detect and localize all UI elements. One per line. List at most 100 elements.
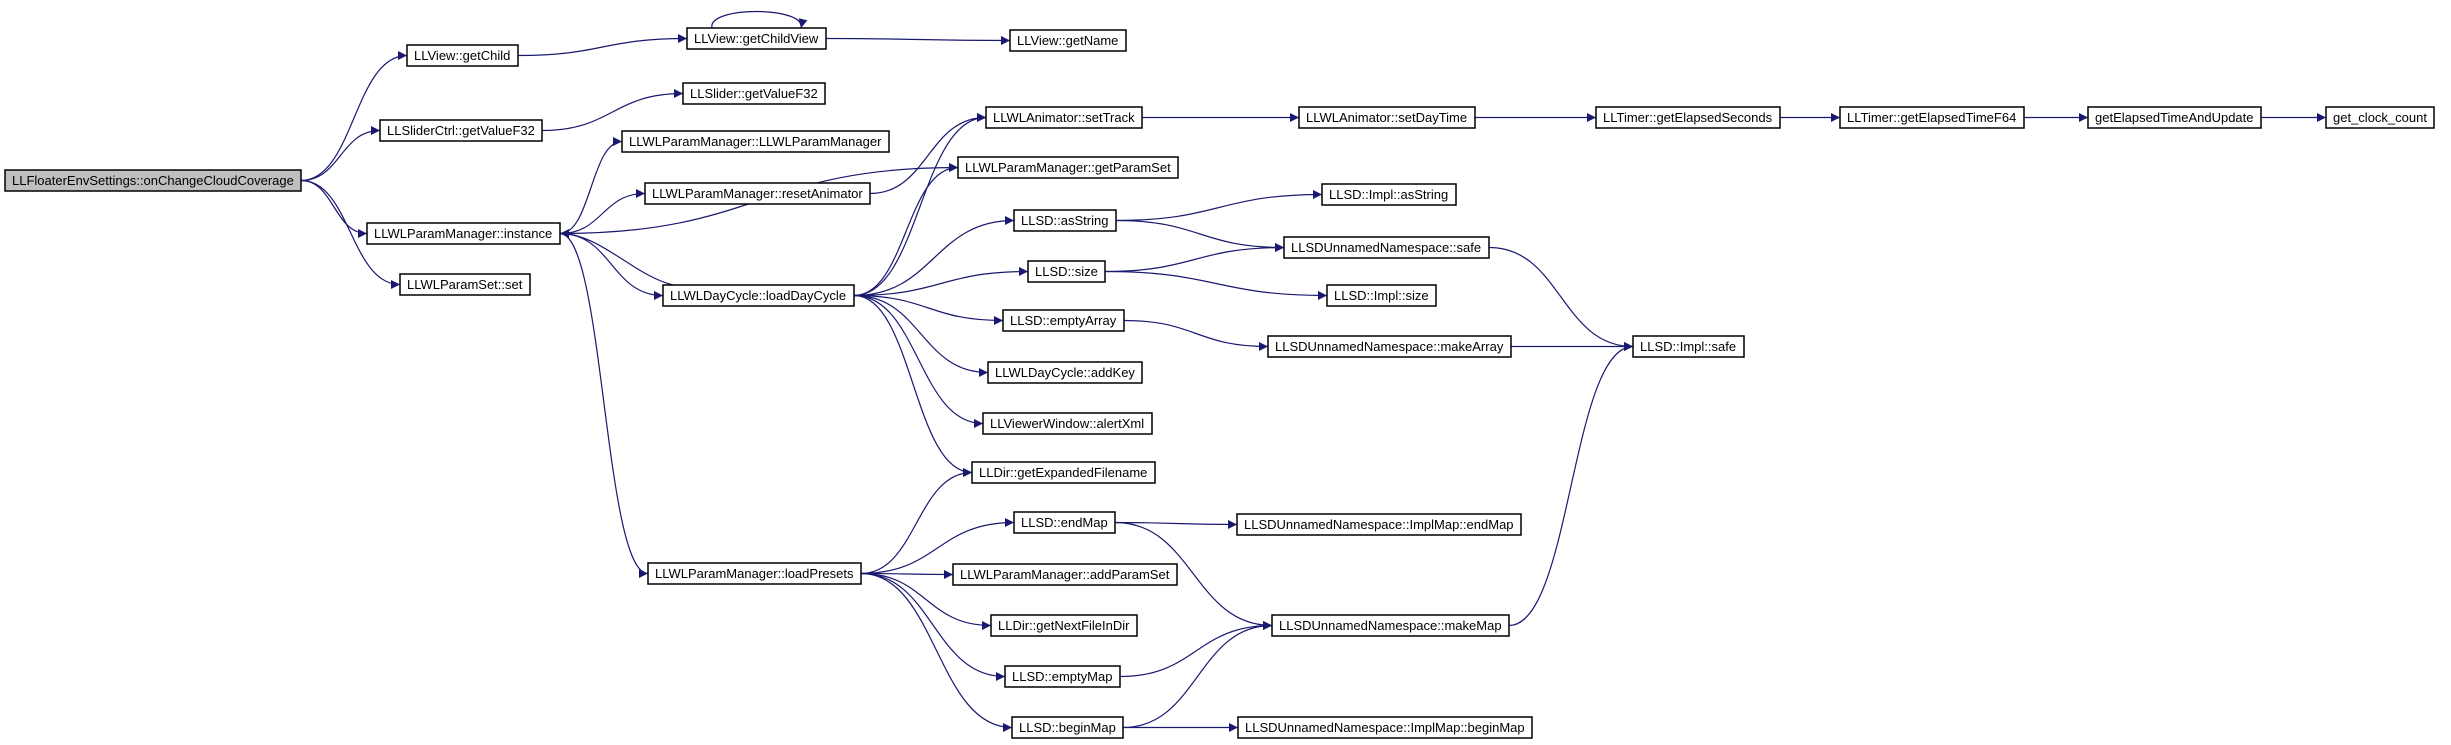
node-box (1236, 513, 1522, 536)
node-box (1321, 183, 1457, 206)
node-box (2325, 106, 2435, 129)
node-label: LLSD::emptyArray (1010, 313, 1117, 328)
edge-getChild-to-getChildView (517, 34, 688, 57)
node-box (1632, 335, 1745, 358)
graph-node[interactable]: LLWLParamSet::set (399, 273, 531, 296)
node-box (4, 169, 302, 192)
root-node: LLFloaterEnvSettings::onChangeCloudCover… (4, 169, 302, 192)
edge-layer (300, 10, 2326, 732)
node-label: LLView::getName (1017, 33, 1118, 48)
node-label: LLSlider::getValueF32 (690, 86, 818, 101)
edge-root-to-getChild (300, 51, 408, 182)
graph-node[interactable]: LLSD::emptyMap (1004, 665, 1121, 688)
graph-node[interactable]: LLSDUnnamedNamespace::makeMap (1271, 614, 1510, 637)
node-label: LLWLAnimator::setTrack (993, 110, 1135, 125)
node-box (1595, 106, 1781, 129)
node-label: LLSDUnnamedNamespace::safe (1291, 240, 1481, 255)
node-label: LLWLAnimator::setDayTime (1306, 110, 1467, 125)
graph-node[interactable]: LLSD::Impl::safe (1632, 335, 1745, 358)
node-label: LLSD::Impl::asString (1329, 187, 1448, 202)
edge-size-to-unnamedSafe (1104, 243, 1285, 273)
node-box (1283, 236, 1490, 259)
node-label: LLSD::size (1035, 264, 1098, 279)
graph-node[interactable]: LLWLAnimator::setDayTime (1298, 106, 1476, 129)
node-label: LLTimer::getElapsedTimeF64 (1847, 110, 2016, 125)
edge-root-to-paramSetSet (300, 179, 401, 289)
graph-node[interactable]: LLSDUnnamedNamespace::ImplMap::beginMap (1237, 716, 1533, 739)
graph-node[interactable]: LLView::getChild (406, 44, 519, 67)
edge-beginMap-to-makeMap (1122, 621, 1273, 729)
edge-endMap-to-makeMap (1114, 521, 1273, 630)
graph-node[interactable]: get_clock_count (2325, 106, 2435, 129)
graph-node[interactable]: LLWLAnimator::setTrack (985, 106, 1143, 129)
node-label: LLViewerWindow::alertXml (990, 416, 1144, 431)
graph-node[interactable]: LLDir::getExpandedFilename (971, 461, 1156, 484)
graph-node[interactable]: LLSD::size (1027, 260, 1106, 283)
graph-node[interactable]: LLSD::Impl::size (1326, 284, 1437, 307)
edge-loadDayCycle-to-getParamSet (853, 163, 959, 297)
node-box (1002, 309, 1125, 332)
graph-node[interactable]: LLSD::asString (1013, 209, 1117, 232)
node-label: LLWLParamManager::resetAnimator (652, 186, 863, 201)
node-label: LLWLParamSet::set (407, 277, 523, 292)
node-label: LLWLParamManager::LLWLParamManager (629, 134, 882, 149)
node-label: LLSliderCtrl::getValueF32 (387, 123, 535, 138)
edge-loadPresets-to-beginMap (860, 572, 1013, 732)
edge-loadDayCycle-to-getExpandedFilename (853, 294, 973, 477)
edge-loadDayCycle-to-instance (559, 229, 674, 286)
graph-node[interactable]: LLViewerWindow::alertXml (982, 412, 1153, 435)
edge-endMap-to-implMapEndMap (1114, 519, 1238, 529)
graph-node[interactable]: LLSDUnnamedNamespace::safe (1283, 236, 1490, 259)
edge-loadDayCycle-to-addKey (853, 294, 989, 377)
node-label: LLSD::endMap (1021, 515, 1108, 530)
graph-node[interactable]: LLSD::emptyArray (1002, 309, 1125, 332)
graph-node[interactable]: LLWLParamManager::addParamSet (952, 563, 1178, 586)
node-label: LLSD::emptyMap (1012, 669, 1112, 684)
graph-node[interactable]: LLTimer::getElapsedSeconds (1595, 106, 1781, 129)
graph-node[interactable]: LLView::getChildView (686, 27, 827, 50)
edge-loadPresets-to-addParamSet (860, 569, 954, 579)
node-label: LLSDUnnamedNamespace::ImplMap::endMap (1244, 517, 1514, 532)
node-label: LLWLDayCycle::addKey (995, 365, 1135, 380)
edge-loadDayCycle-to-setTrack (853, 113, 987, 297)
node-label: getElapsedTimeAndUpdate (2095, 110, 2254, 125)
graph-node[interactable]: LLView::getName (1009, 29, 1127, 52)
node-label: LLWLParamManager::loadPresets (655, 566, 854, 581)
graph-node[interactable]: LLSD::beginMap (1011, 716, 1124, 739)
graph-node[interactable]: LLSliderCtrl::getValueF32 (379, 119, 543, 142)
graph-node[interactable]: LLWLParamManager::getParamSet (957, 156, 1179, 179)
node-label: LLFloaterEnvSettings::onChangeCloudCover… (12, 173, 294, 188)
node-box (971, 461, 1156, 484)
graph-node[interactable]: LLSDUnnamedNamespace::ImplMap::endMap (1236, 513, 1522, 536)
graph-node[interactable]: LLWLParamManager::instance (366, 222, 561, 245)
graph-node[interactable]: LLSlider::getValueF32 (682, 82, 826, 105)
graph-node[interactable]: LLSDUnnamedNamespace::makeArray (1267, 335, 1512, 358)
node-label: LLWLParamManager::getParamSet (965, 160, 1171, 175)
graph-node[interactable]: LLWLParamManager::loadPresets (647, 562, 862, 585)
node-box (1013, 511, 1116, 534)
graph-node[interactable]: LLSD::endMap (1013, 511, 1116, 534)
graph-node[interactable]: LLSD::Impl::asString (1321, 183, 1457, 206)
node-box (647, 562, 862, 585)
graph-node[interactable]: LLWLParamManager::resetAnimator (644, 182, 871, 205)
node-label: LLDir::getNextFileInDir (998, 618, 1130, 633)
edge-root-to-instance (300, 179, 368, 238)
edge-instance-to-resetAnimator (559, 189, 646, 235)
node-label: LLDir::getExpandedFilename (979, 465, 1147, 480)
edge-emptyMap-to-makeMap (1119, 621, 1273, 678)
edge-asString-to-unnamedSafe (1115, 219, 1285, 252)
graph-node[interactable]: getElapsedTimeAndUpdate (2087, 106, 2262, 129)
edge-instance-to-loadDayCycle (559, 232, 664, 300)
node-box (1013, 209, 1117, 232)
graph-node[interactable]: LLWLDayCycle::loadDayCycle (662, 284, 855, 307)
graph-node[interactable]: LLWLParamManager::LLWLParamManager (621, 130, 890, 153)
graph-node[interactable]: LLDir::getNextFileInDir (990, 614, 1138, 637)
node-box (686, 27, 827, 50)
edge-loadDayCycle-to-alertXml (853, 294, 984, 428)
edge-asString-to-implAsString (1115, 190, 1323, 222)
edge-loadPresets-to-getExpandedFilename (860, 468, 973, 575)
node-label: LLView::getChild (414, 48, 510, 63)
graph-node[interactable]: LLWLDayCycle::addKey (987, 361, 1143, 384)
graph-node[interactable]: LLTimer::getElapsedTimeF64 (1839, 106, 2025, 129)
node-box (2087, 106, 2262, 129)
